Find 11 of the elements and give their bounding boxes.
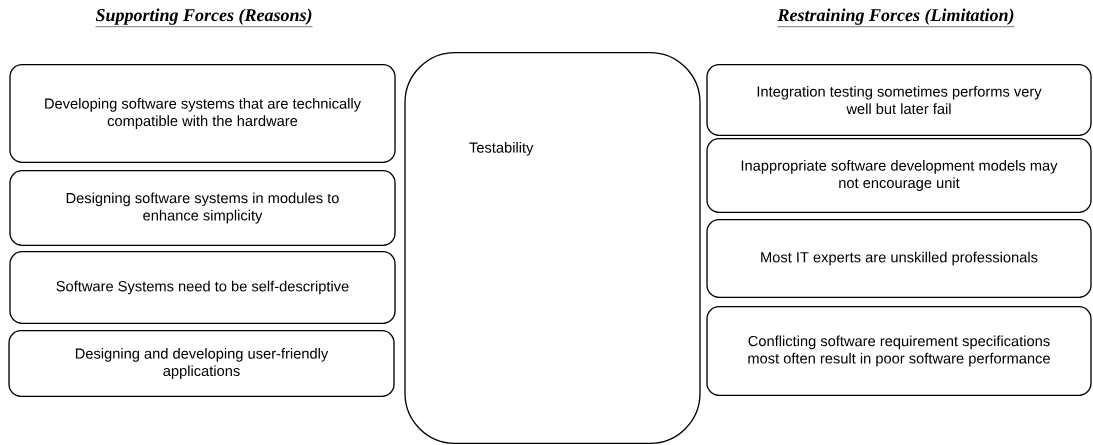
process-box: Designing software systems in modules to enhance simplicity xyxy=(9,170,396,246)
process-box: Integration testing sometimes performs very well but later fail xyxy=(706,64,1092,136)
process-box: Conflicting software requirement specifications most often result in poor software performance xyxy=(706,306,1092,396)
column-heading: Supporting Forces (Reasons) xyxy=(95,8,313,27)
process-box: Inappropriate software development models may not encourage unit xyxy=(706,138,1092,213)
process-box: Software Systems need to be self-descriptive xyxy=(9,251,396,324)
process-box: Developing software systems that are technically compatible with the hardware xyxy=(9,64,396,163)
column-heading: Restraining Forces (Limitation) xyxy=(777,8,1015,27)
process-box: Most IT experts are unskilled professionals xyxy=(706,219,1092,298)
process-box: Designing and developing user-friendly applications xyxy=(8,330,395,397)
central-box: Testability xyxy=(404,52,701,444)
